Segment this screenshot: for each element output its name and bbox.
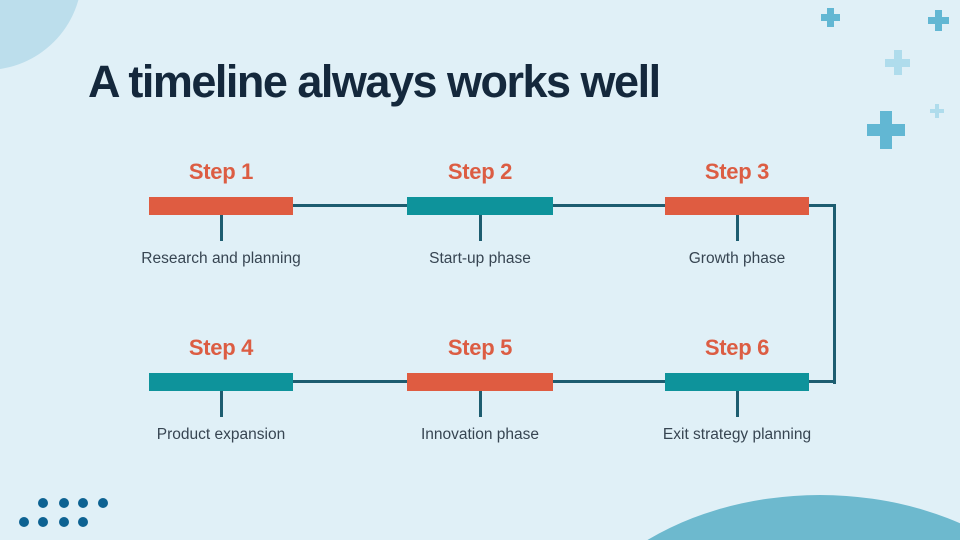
dot-decoration xyxy=(98,498,108,508)
step-tick xyxy=(478,391,482,417)
connector-line-h xyxy=(553,204,665,207)
connector-line-v xyxy=(833,204,836,384)
timeline-step-4: Step 4 Product expansion xyxy=(149,334,293,444)
dot-decoration xyxy=(78,498,88,508)
timeline-step-1: Step 1 Research and planning xyxy=(141,158,300,268)
plus-icon xyxy=(867,111,905,149)
step-tick xyxy=(219,215,223,241)
step-label: Research and planning xyxy=(141,250,301,267)
step-label: Innovation phase xyxy=(420,426,540,443)
plus-icon xyxy=(821,8,840,27)
step-label: Growth phase xyxy=(688,250,786,267)
plus-icon xyxy=(928,10,949,31)
timeline-step-6: Step 6 Exit strategy planning xyxy=(662,334,812,444)
corner-circle-decoration xyxy=(0,0,82,70)
dot-decoration xyxy=(19,517,29,527)
step-bar xyxy=(665,373,809,391)
step-heading: Step 3 xyxy=(704,159,770,184)
connector-line-h xyxy=(809,380,836,383)
step-tick xyxy=(478,215,482,241)
step-tick xyxy=(735,391,739,417)
step-bar xyxy=(665,197,809,215)
step-label: Start-up phase xyxy=(429,250,531,267)
timeline-step-3: Step 3 Growth phase xyxy=(665,158,809,268)
step-tick xyxy=(735,215,739,241)
step-label: Exit strategy planning xyxy=(662,426,812,443)
step-heading: Step 5 xyxy=(447,335,513,360)
dot-decoration xyxy=(38,517,48,527)
connector-line-h xyxy=(553,380,665,383)
connector-line-h xyxy=(809,204,836,207)
step-heading: Step 4 xyxy=(188,335,254,360)
plus-icon xyxy=(930,104,944,118)
step-heading: Step 6 xyxy=(704,335,770,360)
step-heading: Step 1 xyxy=(188,159,254,184)
dot-decoration xyxy=(38,498,48,508)
connector-line-h xyxy=(293,204,407,207)
timeline-step-2: Step 2 Start-up phase xyxy=(407,158,553,268)
step-tick xyxy=(219,391,223,417)
connector-line-h xyxy=(293,380,407,383)
step-bar xyxy=(149,197,293,215)
plus-icon xyxy=(885,50,910,75)
timeline-step-5: Step 5 Innovation phase xyxy=(407,334,553,444)
step-bar xyxy=(407,373,553,391)
dot-decoration xyxy=(59,498,69,508)
step-bar xyxy=(407,197,553,215)
blob-decoration xyxy=(550,495,960,540)
page-title: A timeline always works well xyxy=(88,56,661,107)
dot-decoration xyxy=(59,517,69,527)
step-bar xyxy=(149,373,293,391)
step-label: Product expansion xyxy=(156,426,286,443)
dot-decoration xyxy=(78,517,88,527)
step-heading: Step 2 xyxy=(447,159,513,184)
